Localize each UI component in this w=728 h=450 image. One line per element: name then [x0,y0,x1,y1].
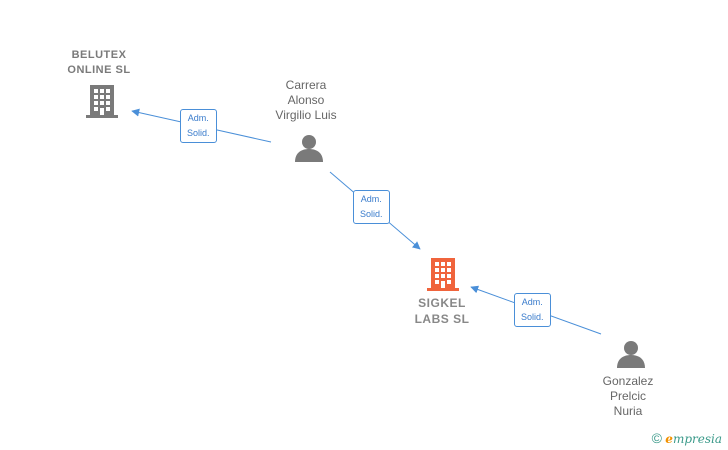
role-box-gonzalez-sigkel[interactable]: Adm. Solid. [514,293,551,327]
role-box-line2: Solid. [521,312,544,322]
role-box-carrera-sigkel[interactable]: Adm. Solid. [353,190,390,224]
role-box-line2: Solid. [187,128,210,138]
company-label-belutex[interactable]: BELUTEX ONLINE SL [67,49,131,76]
building-icon [86,85,118,118]
role-box-line1: Adm. [360,194,382,204]
role-box-line1: Adm. [521,297,543,307]
role-box-line1: Adm. [187,113,209,123]
role-box-carrera-belutex[interactable]: Adm. Solid. [180,109,217,143]
company-label-sigkel[interactable]: SIGKEL LABS SL [414,296,470,326]
person-label-gonzalez[interactable]: Gonzalez Prelcic Nuria [602,374,654,418]
person-icon [295,135,323,162]
role-box-line2: Solid. [360,209,383,219]
person-label-carrera[interactable]: Carrera Alonso Virgilio Luis [275,78,337,122]
building-icon-focus [427,258,459,291]
person-icon [617,341,645,368]
copyright-symbol: © [651,430,662,446]
empresia-watermark: © empresia [652,430,722,446]
empresia-logo: empresia [665,432,722,446]
